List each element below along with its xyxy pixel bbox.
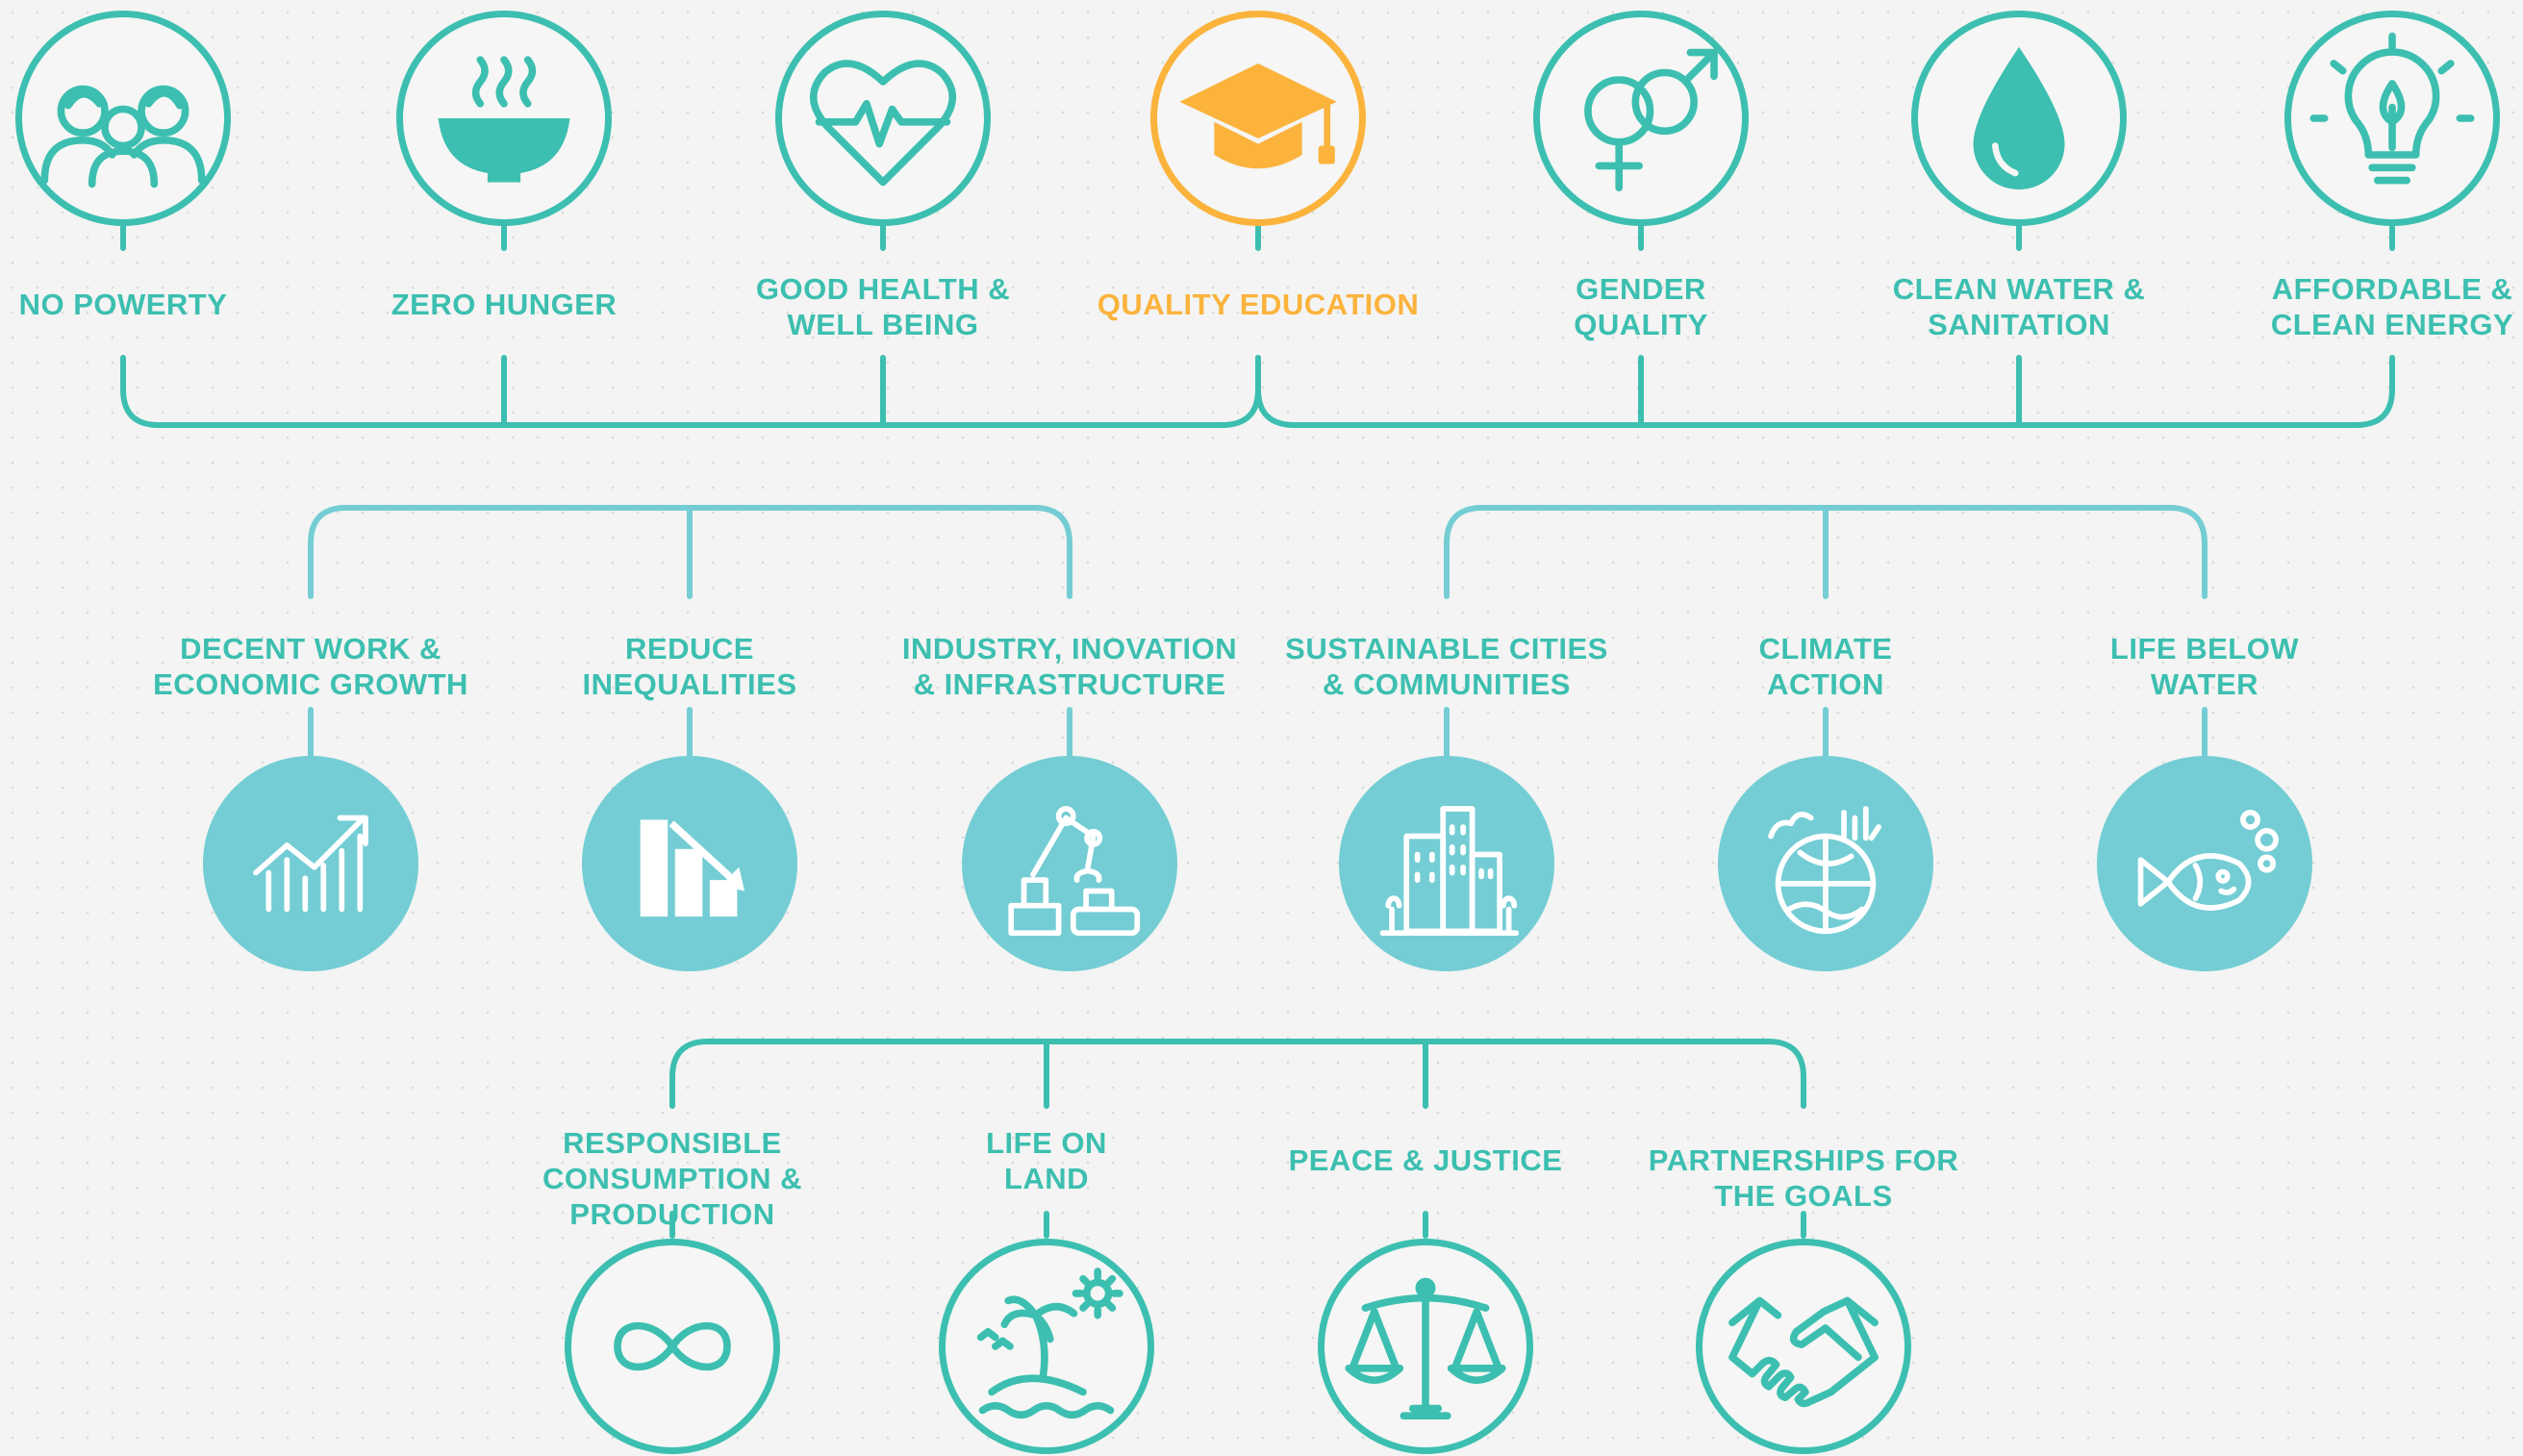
goal-icon-circle[interactable] bbox=[396, 11, 612, 226]
goal-icon-circle[interactable] bbox=[1696, 1239, 1911, 1454]
goal-label: GOOD HEALTH & WELL BEING bbox=[755, 272, 1011, 341]
goal-icon-circle[interactable] bbox=[1339, 756, 1554, 971]
water-drop-icon bbox=[1928, 27, 2110, 210]
goal-icon-circle[interactable] bbox=[1533, 11, 1749, 226]
lightbulb-icon bbox=[2301, 27, 2484, 210]
goal-icon-circle[interactable] bbox=[939, 1239, 1154, 1454]
goal-label: CLEAN WATER & SANITATION bbox=[1892, 272, 2146, 341]
goal-icon-circle[interactable] bbox=[1718, 756, 1933, 971]
goal-icon-circle[interactable] bbox=[775, 11, 991, 226]
infinity-icon bbox=[581, 1255, 764, 1438]
goal-label: NO POWERTY bbox=[18, 288, 228, 321]
heart-pulse-icon bbox=[792, 27, 974, 210]
scales-icon bbox=[1334, 1255, 1517, 1438]
goal-label: SUSTAINABLE CITIES & COMMUNITIES bbox=[1285, 632, 1608, 701]
goal-icon-circle[interactable] bbox=[2097, 756, 2312, 971]
goal-icon-circle[interactable] bbox=[1911, 11, 2127, 226]
bowl-icon bbox=[413, 27, 595, 210]
island-icon bbox=[955, 1255, 1138, 1438]
goal-label: INDUSTRY, INOVATION & INFRASTRUCTURE bbox=[901, 632, 1238, 701]
goal-icon-circle[interactable] bbox=[1318, 1239, 1533, 1454]
family-icon bbox=[32, 27, 214, 210]
goal-label: ZERO HUNGER bbox=[391, 288, 618, 321]
goal-label: DECENT WORK & ECONOMIC GROWTH bbox=[153, 632, 468, 701]
decline-chart-icon bbox=[598, 772, 781, 955]
globe-icon bbox=[1734, 772, 1917, 955]
goal-label: GENDER QUALITY bbox=[1574, 272, 1708, 341]
goal-label: PARTNERSHIPS FOR THE GOALS bbox=[1648, 1143, 1959, 1213]
graduation-cap-icon bbox=[1167, 27, 1350, 210]
handshake-icon bbox=[1712, 1255, 1895, 1438]
goal-icon-circle[interactable] bbox=[203, 756, 418, 971]
goal-icon-circle[interactable] bbox=[1150, 11, 1366, 226]
fish-icon bbox=[2113, 772, 2296, 955]
goal-icon-circle[interactable] bbox=[2284, 11, 2500, 226]
goal-label: LIFE ON LAND bbox=[986, 1126, 1107, 1195]
goal-label: AFFORDABLE & CLEAN ENERGY bbox=[2270, 272, 2514, 341]
goal-label: REDUCE INEQUALITIES bbox=[582, 632, 797, 701]
goal-icon-circle[interactable] bbox=[962, 756, 1177, 971]
robot-arm-icon bbox=[978, 772, 1161, 955]
goal-label: QUALITY EDUCATION bbox=[1097, 288, 1420, 321]
goal-icon-circle[interactable] bbox=[15, 11, 231, 226]
goal-label: CLIMATE ACTION bbox=[1758, 632, 1893, 701]
growth-chart-icon bbox=[219, 772, 402, 955]
city-icon bbox=[1355, 772, 1538, 955]
goal-label: PEACE & JUSTICE bbox=[1288, 1143, 1563, 1177]
goal-label: RESPONSIBLE CONSUMPTION & PRODUCTION bbox=[542, 1126, 802, 1231]
goal-icon-circle[interactable] bbox=[582, 756, 797, 971]
goal-icon-circle[interactable] bbox=[565, 1239, 780, 1454]
gender-icon bbox=[1550, 27, 1732, 210]
goal-label: LIFE BELOW WATER bbox=[2109, 632, 2300, 701]
